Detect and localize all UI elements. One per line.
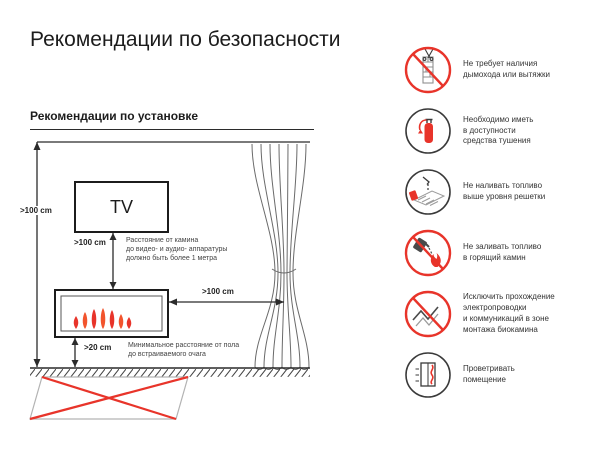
installation-diagram: TV >100 cm >100 cm Расстояние от камина … <box>18 135 320 437</box>
floor-gap-dimension <box>71 338 79 367</box>
tv-distance-note: Расстояние от камина до видео- и аудио- … <box>126 237 228 263</box>
scissors-glyph <box>422 48 434 61</box>
rug-cross <box>29 375 189 421</box>
curtain <box>251 143 310 370</box>
page-title: Рекомендации по безопасности <box>30 28 341 51</box>
floor-gap-dimension-label: >20 cm <box>82 343 114 352</box>
safety-item-fuel-level: Не наливать топливо выше уровня решетки <box>402 166 594 218</box>
safety-item-text: Необходимо иметь в доступности средства … <box>463 114 534 146</box>
diagram-canvas <box>29 141 310 421</box>
safety-item-extinguisher: Необходимо иметь в доступности средства … <box>402 105 594 157</box>
safety-item-ventilate: Проветривать помещение <box>402 349 594 401</box>
no-wiring-icon <box>404 290 452 338</box>
flames <box>73 308 132 329</box>
safety-item-no-fuel-in-fire: Не заливать топливо в горящий камин <box>402 227 594 279</box>
safety-item-text: Не заливать топливо в горящий камин <box>463 242 542 262</box>
wall-dimension-line <box>33 142 41 367</box>
curtain-dimension-label: >100 cm <box>200 287 236 296</box>
floor-distance-note: Минимальное расстояние от пола до встраи… <box>128 342 240 359</box>
safety-item-text: Исключить прохождение электропроводки и … <box>463 292 555 334</box>
safety-item-text: Проветривать помещение <box>463 364 515 384</box>
section-title: Рекомендации по установке <box>30 109 199 123</box>
fireplace <box>54 289 169 338</box>
extinguisher-icon <box>405 108 451 154</box>
fuel-level-icon <box>405 169 451 215</box>
wall-dimension-label: >100 cm <box>18 206 54 215</box>
tv-gap-dimension <box>109 233 117 289</box>
rug <box>29 375 189 421</box>
safety-list: Не требует наличия дымохода или вытяжки … <box>402 44 594 401</box>
safety-item-no-wiring: Исключить прохождение электропроводки и … <box>402 288 594 340</box>
section-divider <box>30 129 314 130</box>
floor-hatching <box>30 368 310 377</box>
no-fuel-in-fire-icon <box>404 229 452 277</box>
tv-gap-dimension-label: >100 cm <box>72 238 108 247</box>
tv-label: TV <box>109 196 133 217</box>
safety-item-no-chimney: Не требует наличия дымохода или вытяжки <box>402 44 594 96</box>
ventilate-icon <box>405 352 451 398</box>
curtain-dimension <box>169 298 284 306</box>
curtain-tie <box>271 268 297 274</box>
no-chimney-icon <box>404 46 452 94</box>
safety-item-text: Не наливать топливо выше уровня решетки <box>463 181 546 201</box>
safety-item-text: Не требует наличия дымохода или вытяжки <box>463 59 550 79</box>
tv-rect <box>74 181 169 233</box>
